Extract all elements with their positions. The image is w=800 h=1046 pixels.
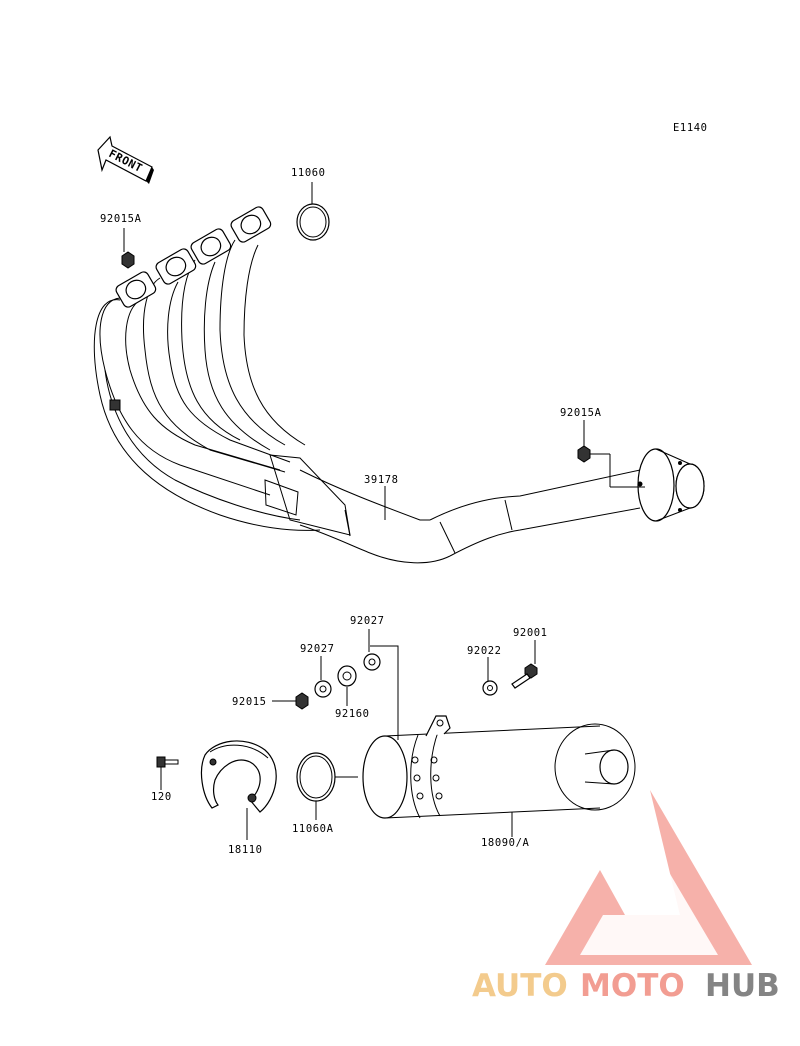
- label-92022: 92022: [467, 645, 502, 657]
- grommet-92160: 92160: [335, 665, 370, 720]
- label-92015: 92015: [232, 696, 267, 708]
- label-92027-left: 92027: [300, 643, 335, 655]
- leader-92027: [370, 645, 399, 740]
- washer-92022: 92022: [467, 645, 502, 696]
- muffler-18090: 18090/A: [362, 715, 636, 849]
- label-120: 120: [151, 791, 172, 803]
- pipe-4: [219, 239, 306, 446]
- label-11060A: 11060A: [292, 823, 334, 835]
- label-92160: 92160: [335, 708, 370, 720]
- nut-92015A-right: 92015A: [560, 407, 645, 488]
- washer-92027-left: 92027: [300, 643, 335, 698]
- head-flanges: [115, 206, 272, 308]
- label-18110: 18110: [228, 844, 263, 856]
- gasket-11060A: 11060A: [292, 752, 358, 835]
- front-arrow-icon: FRONT: [97, 135, 154, 184]
- exhaust-header-pipes: [93, 239, 705, 564]
- label-92015A-right: 92015A: [560, 407, 602, 419]
- pipe-3: [181, 259, 271, 451]
- nut-92015: 92015: [232, 692, 309, 710]
- heat-guard-18110: 18110: [200, 740, 277, 856]
- washer-92027-upper: 92027: [350, 615, 385, 671]
- pipe-1: [99, 297, 281, 496]
- bolt-92001: 92001: [511, 627, 548, 689]
- nut-92015A-top: 92015A: [100, 213, 142, 269]
- watermark-hub: HUB: [705, 968, 780, 1004]
- gasket-11060: 11060: [291, 167, 330, 241]
- callout-39178: 39178: [364, 474, 399, 520]
- bolt-120: 120: [151, 756, 179, 803]
- label-92015A-top: 92015A: [100, 213, 142, 225]
- watermark-auto: AUTO: [472, 968, 568, 1004]
- pipe-2: [142, 277, 291, 473]
- diagram-code: E1140: [673, 122, 708, 134]
- automotohub-logo-watermark: AUTO MOTO HUB: [472, 790, 780, 1004]
- label-39178: 39178: [364, 474, 399, 486]
- label-92027-upper: 92027: [350, 615, 385, 627]
- watermark-moto: MOTO: [580, 968, 685, 1004]
- label-11060: 11060: [291, 167, 326, 179]
- label-92001: 92001: [513, 627, 548, 639]
- label-18090A: 18090/A: [481, 837, 530, 849]
